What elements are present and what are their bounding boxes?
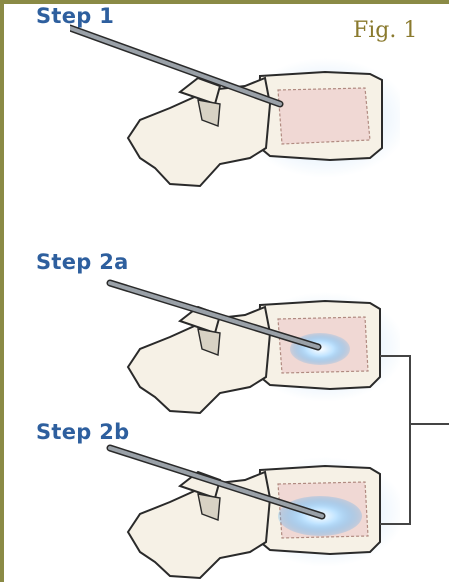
trabecular-bone bbox=[278, 88, 370, 144]
step-1-illustration bbox=[70, 8, 400, 198]
steps-2-bracket bbox=[380, 352, 449, 532]
bracket-line bbox=[380, 356, 410, 524]
frame-left-border bbox=[0, 0, 4, 582]
step-2b-illustration bbox=[70, 430, 400, 580]
needle bbox=[70, 28, 280, 104]
step-2a-illustration bbox=[70, 265, 400, 415]
